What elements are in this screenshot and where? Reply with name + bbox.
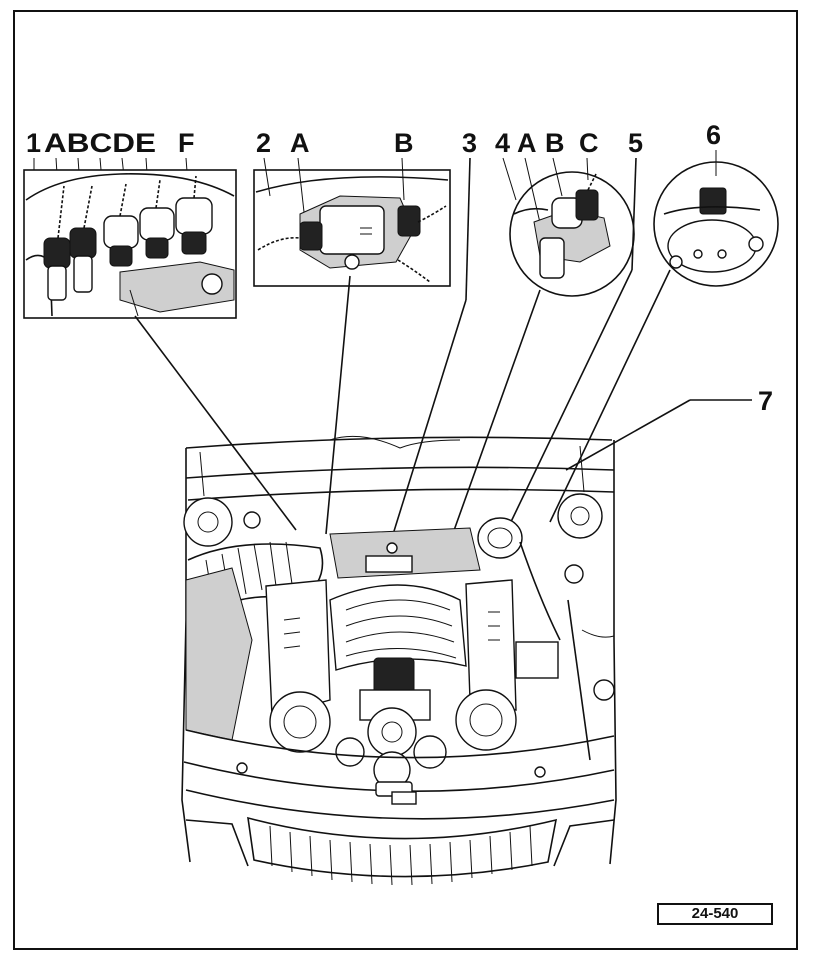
label-2-a: A [290,128,310,158]
label-4-c: C [579,128,599,158]
label-5: 5 [628,128,643,158]
engine-bay [181,435,617,886]
inset-4-circle-detail [502,157,635,297]
label-6: 6 [706,120,721,150]
label-4-a: A [517,128,537,158]
label-3: 3 [462,128,477,158]
figure-number-tag: 24-540 [657,903,773,925]
label-1-f: F [178,128,195,158]
label-4-b: B [545,128,565,158]
label-1-abcde: ABCDE [44,128,156,158]
radiator-fins [269,825,533,886]
label-2: 2 [256,128,271,158]
inset-1-connectors [23,169,237,319]
inset-6-circle-detail [653,150,779,287]
label-4: 4 [495,128,510,158]
figure-frame [13,10,798,950]
label-1: 1 [26,128,41,158]
label-2-b: B [394,128,414,158]
label-7: 7 [758,386,773,416]
inset-2-control-unit [253,157,451,287]
